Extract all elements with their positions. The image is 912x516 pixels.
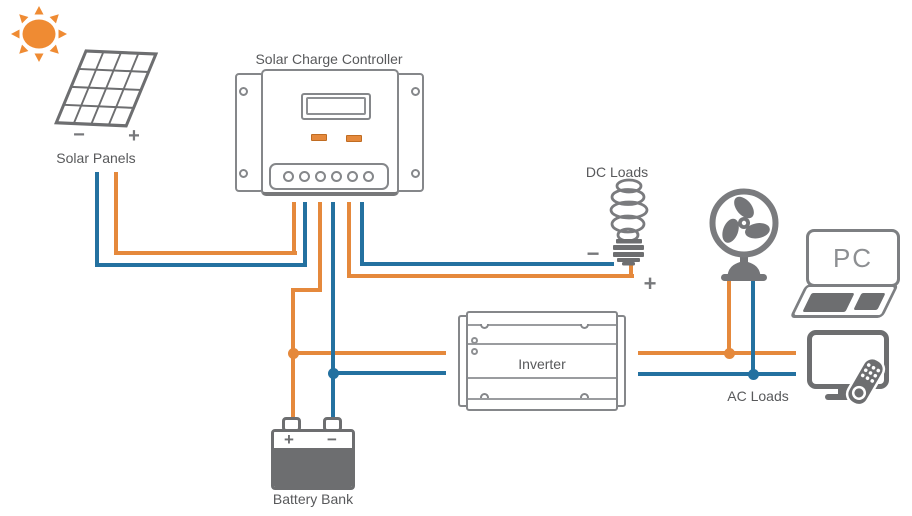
sun-icon	[11, 6, 67, 62]
laptop-screen: PC	[806, 229, 900, 287]
screw-hole-icon	[411, 87, 420, 96]
wire-battery-inverter-negative	[333, 371, 446, 375]
battery-icon: + −	[271, 429, 355, 490]
battery-plus-sign: +	[284, 430, 294, 449]
inverter-led	[471, 348, 478, 355]
panel-minus-sign: −	[73, 124, 85, 146]
terminal-hole	[315, 171, 326, 182]
wire-controller-dc-positive	[347, 202, 351, 277]
battery-label-band: + −	[274, 432, 352, 448]
pc-label: PC	[832, 242, 874, 273]
wire-pv-negative	[95, 263, 307, 267]
wire-controller-dc-positive	[347, 274, 634, 278]
cable-notch	[580, 393, 589, 398]
lcd-display-inner	[306, 97, 366, 115]
wire-controller-dc-negative	[360, 202, 364, 264]
battery-bank-label: Battery Bank	[272, 491, 354, 507]
wire-battery-inverter-positive	[291, 351, 446, 355]
wire-fan-negative	[751, 280, 755, 376]
wire-fan-positive	[727, 280, 731, 355]
junction-positive-fan	[724, 348, 735, 359]
inverter-body	[466, 311, 618, 411]
controller-button[interactable]	[311, 134, 327, 141]
dc-plus-sign: +	[643, 271, 657, 296]
remote-icon	[845, 356, 886, 407]
inverter-panel-line	[468, 377, 616, 379]
terminal-hole	[331, 171, 342, 182]
inverter-panel-line	[468, 343, 616, 345]
inverter-panel-line	[468, 398, 616, 400]
ac-loads-label: AC Loads	[727, 388, 789, 404]
wire-pv-positive	[114, 172, 118, 254]
solar-panel-icon	[54, 49, 159, 128]
junction-negative-battery	[328, 368, 339, 379]
cable-notch	[580, 324, 589, 329]
junction-negative-fan	[748, 369, 759, 380]
battery-body-fill	[274, 448, 352, 487]
screw-hole-icon	[239, 169, 248, 178]
wire-controller-battery-positive	[318, 202, 322, 292]
wire-controller-battery-positive	[291, 288, 322, 292]
keyboard-block	[802, 293, 855, 312]
battery-minus-sign: −	[327, 430, 337, 449]
wire-pv-positive	[292, 202, 296, 255]
wire-pv-positive	[114, 251, 297, 255]
tv-stand-base	[825, 394, 865, 400]
controller-button[interactable]	[346, 135, 362, 142]
terminal-hole	[299, 171, 310, 182]
trackpad-block	[853, 293, 886, 310]
dc-minus-sign: −	[586, 241, 600, 266]
panel-plus-sign: +	[128, 125, 140, 147]
solar-panels-label: Solar Panels	[56, 150, 136, 166]
wire-controller-dc-positive	[629, 258, 633, 278]
laptop-keyboard	[789, 284, 899, 318]
inverter-panel-line	[468, 324, 616, 326]
charge-controller-label: Solar Charge Controller	[255, 51, 403, 67]
dc-loads-label: DC Loads	[585, 164, 649, 180]
inverter-box	[456, 311, 628, 411]
junction-positive-battery	[288, 348, 299, 359]
charge-controller	[235, 69, 424, 196]
inverter-label: Inverter	[518, 356, 566, 372]
terminal-hole	[347, 171, 358, 182]
terminal-hole	[363, 171, 374, 182]
inverter-led	[471, 337, 478, 344]
cable-notch	[480, 393, 489, 398]
wire-controller-dc-negative	[360, 262, 614, 266]
tv-stand-neck	[838, 388, 852, 395]
screw-hole-icon	[239, 87, 248, 96]
cable-notch	[480, 324, 489, 329]
wire-inverter-ac-negative	[638, 372, 796, 376]
wire-pv-negative	[95, 172, 99, 266]
cfl-bulb-icon	[609, 178, 649, 266]
wire-controller-battery-negative	[331, 202, 335, 419]
screw-hole-icon	[411, 169, 420, 178]
wire-pv-negative	[303, 202, 307, 267]
fan-icon	[709, 188, 779, 281]
wire-inverter-ac-positive	[638, 351, 796, 355]
terminal-hole	[283, 171, 294, 182]
